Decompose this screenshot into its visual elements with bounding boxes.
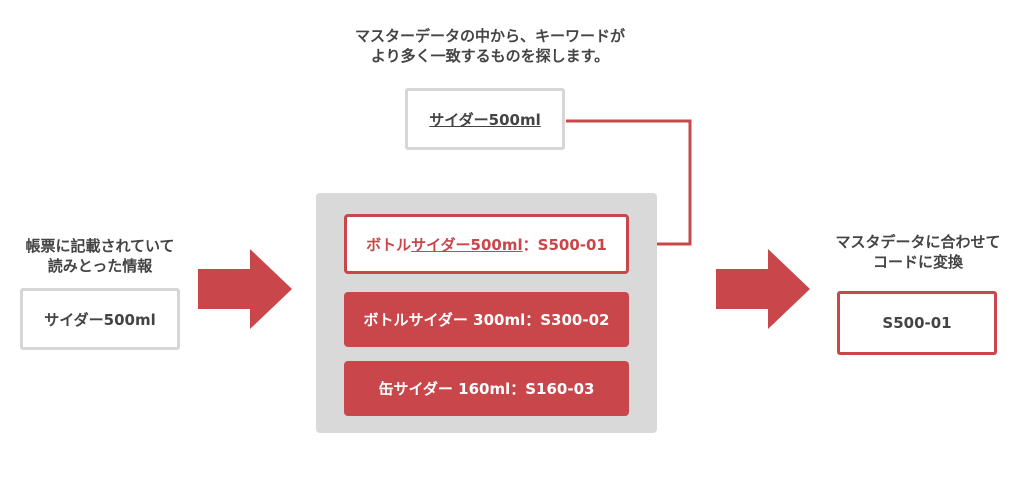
top-caption: マスターデータの中から、キーワードが より多く一致するものを探します。 <box>280 26 700 66</box>
right-caption-line2: コードに変換 <box>872 253 963 271</box>
master-item-suffix: ：S500-01 <box>522 235 607 254</box>
left-caption-line1: 帳票に記載されていて <box>25 237 175 255</box>
master-item-match: サイダー500ml <box>411 235 523 254</box>
right-caption: マスタデータに合わせて コードに変換 <box>812 232 1024 272</box>
right-arrow-icon <box>198 249 292 329</box>
top-caption-line1: マスターデータの中から、キーワードが <box>354 27 625 45</box>
keyword-box: サイダー500ml <box>405 88 565 150</box>
keyword-text: サイダー500ml <box>429 110 541 129</box>
output-text: S500-01 <box>882 314 952 332</box>
master-item-prefix: ボトル <box>366 235 412 254</box>
left-caption-line2: 読みとった情報 <box>47 257 153 275</box>
right-arrow-icon <box>716 249 810 329</box>
master-item: ボトルサイダー 300ml：S300-02 <box>344 292 629 347</box>
master-item-text: 缶サイダー 160ml：S160-03 <box>378 380 595 398</box>
master-item: 缶サイダー 160ml：S160-03 <box>344 361 629 416</box>
right-caption-line1: マスタデータに合わせて <box>835 233 1001 251</box>
master-item-text: ボトルサイダー 300ml：S300-02 <box>363 311 610 329</box>
master-item-matched: ボトルサイダー500ml：S500-01 <box>344 214 629 274</box>
output-box: S500-01 <box>837 291 997 355</box>
left-caption: 帳票に記載されていて 読みとった情報 <box>0 236 200 276</box>
input-text: サイダー500ml <box>44 310 156 329</box>
top-caption-line2: より多く一致するものを探します。 <box>370 47 610 65</box>
input-box: サイダー500ml <box>20 288 180 350</box>
